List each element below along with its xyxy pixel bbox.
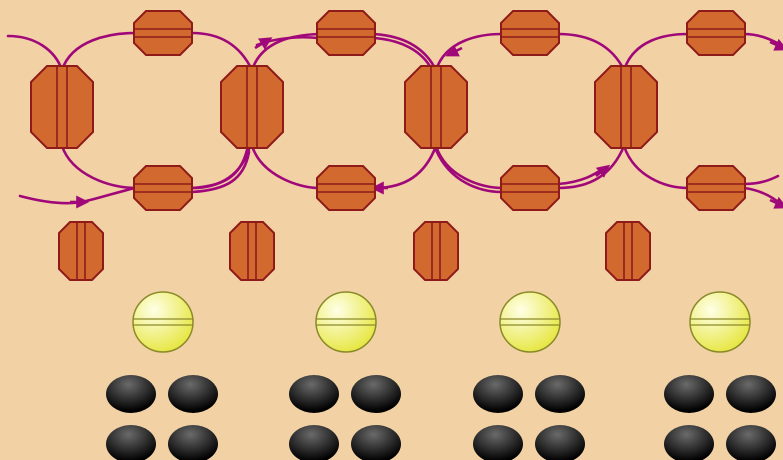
- vertical-two-hole-bead: [595, 66, 657, 148]
- horizontal-two-hole-bead: [134, 11, 192, 55]
- vertical-two-hole-bead: [405, 66, 467, 148]
- button-bead: [316, 292, 376, 352]
- vertical-two-hole-bead: [221, 66, 283, 148]
- seed-bead: [535, 375, 585, 413]
- seed-bead: [106, 375, 156, 413]
- single-bead: [414, 222, 458, 280]
- horizontal-two-hole-bead: [317, 11, 375, 55]
- vertical-two-hole-bead: [31, 66, 93, 148]
- seed-bead: [473, 375, 523, 413]
- button-bead: [500, 292, 560, 352]
- horizontal-two-hole-bead: [317, 166, 375, 210]
- single-bead: [59, 222, 103, 280]
- seed-bead: [289, 375, 339, 413]
- horizontal-two-hole-bead: [687, 166, 745, 210]
- button-bead: [690, 292, 750, 352]
- horizontal-two-hole-bead: [501, 11, 559, 55]
- horizontal-two-hole-bead: [134, 166, 192, 210]
- single-bead: [230, 222, 274, 280]
- seed-bead: [664, 375, 714, 413]
- horizontal-two-hole-bead: [687, 11, 745, 55]
- horizontal-two-hole-bead: [501, 166, 559, 210]
- seed-bead: [351, 375, 401, 413]
- single-bead: [606, 222, 650, 280]
- seed-bead: [726, 375, 776, 413]
- seed-bead: [168, 375, 218, 413]
- button-bead: [133, 292, 193, 352]
